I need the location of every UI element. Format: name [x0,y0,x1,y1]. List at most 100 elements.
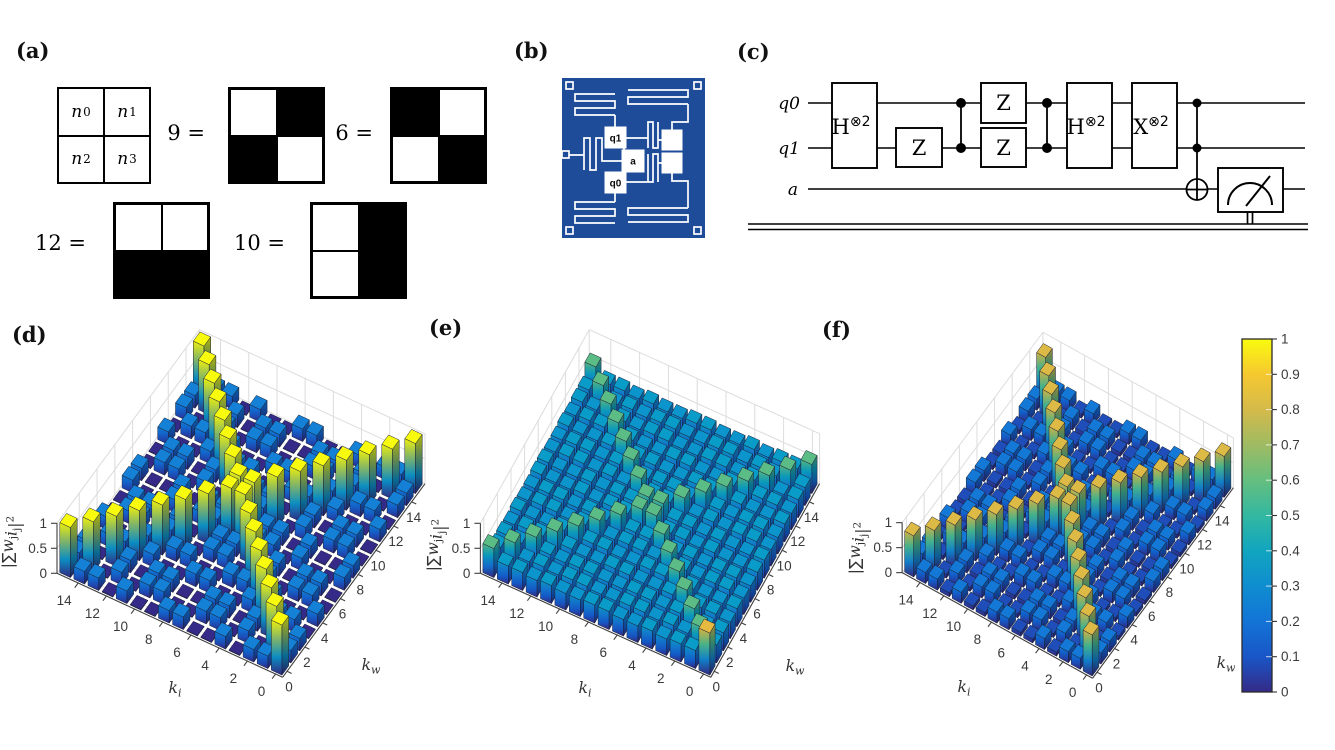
ki-tick-label: 8 [974,632,982,647]
svg-text:X⊗2: X⊗2 [1133,114,1169,139]
svg-text:Z: Z [912,136,927,160]
ki-tick-label: 4 [201,658,209,673]
svg-text:H⊗2: H⊗2 [832,114,871,139]
colorbar-tick-label: 0.9 [1281,367,1300,382]
z-axis-label: |∑wjij|2 [0,516,24,568]
ki-tick-label: 0 [1069,685,1077,700]
equation-label-12: 12 = [34,231,86,255]
ki-tick-label: 14 [480,593,496,608]
ki-tick-label: 12 [85,606,100,621]
kw-tick-label: 6 [753,607,761,622]
z-tick-label: 0.5 [873,540,892,555]
toffoli-gate [1185,98,1209,201]
kw-tick-label: 12 [388,534,403,549]
colorbar-tick-label: 0.3 [1281,579,1300,594]
pattern-square-12 [113,202,210,299]
bar3d-charts: 00.510246810121402468101214kikw|∑wjij|20… [0,329,1236,700]
kw-tick-label: 2 [1113,657,1121,672]
ki-tick-label: 4 [628,658,636,673]
colorbar-tick-label: 0.6 [1281,473,1300,488]
black-pixel [438,135,485,182]
white-pixel [115,204,162,251]
z-axis-label: |∑wjij|2 [424,519,449,571]
kw-tick-label: 6 [339,607,347,622]
gate-Z-box [980,82,1027,124]
qubit-chip-image: q1 a q0 [561,78,705,238]
colorbar-tick-label: 1 [1281,332,1289,347]
kw-tick-label: 4 [740,631,748,646]
z-tick-label: 0 [463,566,471,581]
y-axis-label: kw [786,657,805,678]
black-pixel [276,89,323,136]
panel-label-d: (d) [12,322,47,347]
z-tick-label: 1 [39,516,47,531]
kw-tick-label: 10 [371,558,386,573]
gate-X2-box [1131,82,1178,169]
colorbar-tick-label: 0.1 [1281,649,1300,664]
ki-tick-label: 14 [57,593,73,608]
white-pixel [392,135,439,182]
ki-tick-label: 10 [113,619,128,634]
gate-Z-box [980,127,1027,168]
ki-tick-label: 12 [922,606,937,621]
kw-tick-label: 2 [303,655,311,670]
equation-label-9: 9 = [167,121,205,145]
kw-tick-label: 4 [1130,633,1138,648]
kw-tick-label: 14 [804,510,820,525]
z-tick-label: 1 [885,515,893,530]
pattern-square-9 [228,87,325,184]
ki-tick-label: 10 [946,619,961,634]
black-pixel [230,135,277,182]
gate-H2-box [831,82,878,169]
equation-label-10: 10 = [233,231,285,255]
gate-Z-box [895,127,943,168]
white-pixel [230,89,277,136]
x-axis-label: ki [169,679,182,700]
white-pixel [161,204,208,251]
kw-tick-label: 0 [712,679,720,694]
black-pixel [392,89,439,136]
chart-bars [59,331,423,676]
white-pixel [438,89,485,136]
z-tick-label: 0.5 [28,541,47,556]
colorbar: 00.10.20.30.40.50.60.70.80.91 [1241,332,1300,700]
white-pixel [312,250,359,297]
meter-arc-icon [1227,182,1273,206]
z-tick-label: 0 [885,565,893,580]
z-axis-label: |∑wjij|2 [846,522,871,574]
panel-label-c: (c) [737,39,770,64]
chart-bars [482,352,818,676]
kw-tick-label: 12 [1197,538,1212,553]
kw-tick-label: 8 [1166,585,1174,600]
chip-qubit-squares: q1 a q0 [604,126,683,194]
chip-readout-square [661,129,683,151]
svg-text:Z: Z [996,136,1011,160]
kw-tick-label: 10 [1179,561,1194,576]
chip-label-q0: q0 [610,179,622,190]
wire-labels: q0 q1 a [778,94,800,200]
y-axis-label: kw [1217,654,1236,675]
ki-tick-label: 8 [571,632,579,647]
panel-label-f: (f) [822,317,851,342]
kw-tick-label: 8 [767,582,775,597]
quantum-circuit: q0 q1 a [748,82,1308,231]
meter-needle-icon [1245,175,1271,207]
black-pixel [161,250,208,297]
ki-tick-label: 6 [599,645,607,660]
kw-tick-label: 0 [285,679,293,694]
ki-tick-label: 0 [686,684,694,699]
equation-label-6: 6 = [335,121,373,145]
ki-tick-label: 10 [538,619,553,634]
colorbar-tick-label: 0.5 [1281,508,1300,523]
panel-label-e: (e) [429,315,463,340]
